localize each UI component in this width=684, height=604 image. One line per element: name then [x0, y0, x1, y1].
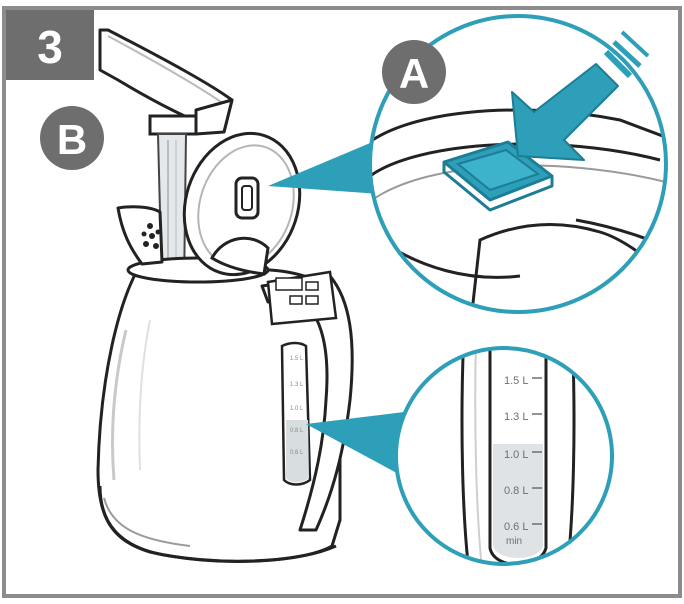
callout-beam-a — [268, 138, 382, 194]
label-b-badge: B — [40, 106, 104, 170]
callout-beam-scale — [306, 412, 406, 478]
small-scale-mark: 0.6 L — [290, 450, 304, 456]
small-scale-mark: 0.8 L — [290, 428, 304, 434]
kettle-lid — [182, 131, 302, 277]
kettle-handle: 1.5 L 1.3 L 1.0 L 0.8 L 0.6 L — [260, 270, 354, 532]
tap-icon — [98, 28, 234, 136]
press-arrow-icon — [511, 30, 650, 161]
scale-mark-1-5: 1.5 L — [504, 375, 528, 387]
small-scale-mark: 1.5 L — [290, 356, 304, 362]
small-scale-mark: 1.3 L — [290, 382, 304, 388]
zoom-water-scale: max 1.5 L 1.3 L 1.0 L 0.8 L 0.6 L min — [394, 346, 614, 566]
label-a-badge: A — [382, 40, 446, 104]
kettle-body — [96, 205, 342, 563]
scale-mark-0-6: 0.6 L — [504, 521, 528, 533]
scale-mark-0-8: 0.8 L — [504, 485, 528, 497]
display-screen — [275, 277, 303, 291]
label-b: B — [57, 116, 87, 163]
panel-button-icon — [289, 295, 303, 305]
step-number: 3 — [37, 21, 63, 73]
frame-border — [2, 6, 682, 598]
small-scale-mark: 1.0 L — [290, 406, 304, 412]
panel-button-icon — [305, 281, 319, 291]
scale-mark-min: min — [506, 536, 522, 547]
lid-button-icon — [234, 176, 260, 220]
label-a: A — [399, 50, 429, 97]
scale-mark-1-3: 1.3 L — [504, 411, 528, 423]
step-badge: 3 — [6, 10, 94, 80]
water-stream — [156, 133, 188, 291]
scale-mark-1-0: 1.0 L — [504, 449, 528, 461]
panel-button-icon — [305, 295, 319, 305]
